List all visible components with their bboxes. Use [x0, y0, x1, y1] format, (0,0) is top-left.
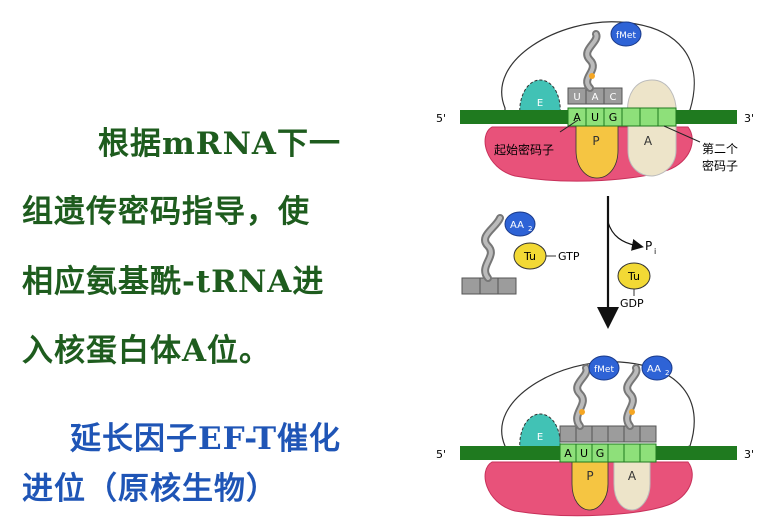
codon-box-6-bottom: [639, 443, 657, 463]
start-codon-label: 起始密码子: [494, 142, 554, 157]
anticodon-box-3-top: [603, 87, 623, 105]
fmet-ball-top: [610, 21, 642, 47]
p-site-label-bottom: P: [586, 469, 593, 483]
p-site-top: [575, 125, 619, 179]
codon-letter-1-top: A: [573, 111, 581, 124]
trna-dot-top: [589, 73, 595, 79]
p-site-label-top: P: [592, 134, 599, 148]
top-ribosome: E A P A U G 5' 3' U A C fMet 起始密码子: [436, 21, 754, 182]
gtp-label: GTP: [558, 250, 580, 263]
second-codon-label-line2: 密码子: [702, 158, 738, 173]
fmet-ball-bottom: [588, 355, 620, 381]
p-site-bottom: [571, 461, 609, 511]
trna-mid-box-1: [461, 277, 481, 295]
fmet-label-top: fMet: [616, 31, 636, 41]
fmet-label-bottom: fMet: [594, 365, 614, 375]
slide-text-panel: 根据mRNA下一 组遗传密码指导，使 相应氨基酰-tRNA进 入核蛋白体A位。 …: [22, 126, 342, 507]
pi-release-arrow: [607, 221, 644, 251]
anticodon-letter-3-top: C: [610, 92, 617, 103]
gdp-label: GDP: [620, 297, 644, 310]
trna-p-bottom: [559, 364, 609, 443]
a-site-top: [627, 79, 677, 177]
codon-box-6-top: [657, 107, 677, 127]
bottom-ribosome: E A P A U G 5' 3': [436, 355, 754, 517]
aa2-ball-mid: [504, 211, 536, 237]
a-site-bottom: [613, 461, 651, 511]
codon-letter-2-top: U: [591, 111, 599, 124]
codon-letter-1-bottom: A: [564, 447, 572, 460]
codon-box-4-top: [621, 107, 641, 127]
paragraph1-line3: 相应氨基酰-tRNA进: [22, 264, 325, 300]
middle-step: P i AA 2 Tu GTP Tu GDP: [461, 196, 656, 329]
e-site-label-bottom: E: [537, 432, 543, 443]
e-site-label-top: E: [537, 98, 543, 109]
trna-top: U A C: [567, 30, 623, 105]
codon-box-5-top: [639, 107, 659, 127]
codon-box-4-bottom: [607, 443, 625, 463]
paragraph1-line4: 入核蛋白体A位。: [22, 333, 272, 369]
three-prime-top: 3': [744, 112, 754, 125]
aa2-subscript-bottom: 2: [665, 369, 669, 377]
codon-letter-2-bottom: U: [580, 447, 588, 460]
a-site-label-bottom: A: [628, 469, 637, 483]
pi-subscript: i: [654, 247, 656, 256]
aa2-label-bottom: AA: [647, 364, 661, 375]
paragraph2-line1: 延长因子EF-T催化: [70, 421, 342, 457]
anticodon-letter-2-top: A: [592, 92, 599, 103]
tu-label-released: Tu: [627, 270, 640, 283]
five-prime-bottom: 5': [436, 448, 446, 461]
paragraph1-line2: 组遗传密码指导，使: [22, 194, 310, 230]
codon-letter-3-top: G: [609, 111, 618, 124]
paragraph2-line2: 进位（原核生物）: [22, 471, 278, 507]
e-site-top: [519, 79, 561, 117]
aa2-subscript-mid: 2: [528, 225, 532, 233]
three-prime-bottom: 3': [744, 448, 754, 461]
paragraph1-line1: 根据mRNA下一: [98, 126, 341, 162]
aa2-label-mid: AA: [510, 220, 524, 231]
a-site-label-top: A: [644, 134, 653, 148]
second-codon-label-line1: 第二个: [702, 142, 738, 156]
codon-box-5-bottom: [623, 443, 641, 463]
anticodon-letter-1-top: U: [573, 92, 580, 103]
pi-label: P: [645, 239, 652, 253]
tu-label-mid: Tu: [523, 250, 536, 263]
codon-letter-3-bottom: G: [596, 447, 605, 460]
trna-mid-box-3: [497, 277, 517, 295]
trna-a-bottom: [607, 364, 657, 443]
aa2-ball-bottom: [641, 355, 673, 381]
five-prime-top: 5': [436, 112, 446, 125]
